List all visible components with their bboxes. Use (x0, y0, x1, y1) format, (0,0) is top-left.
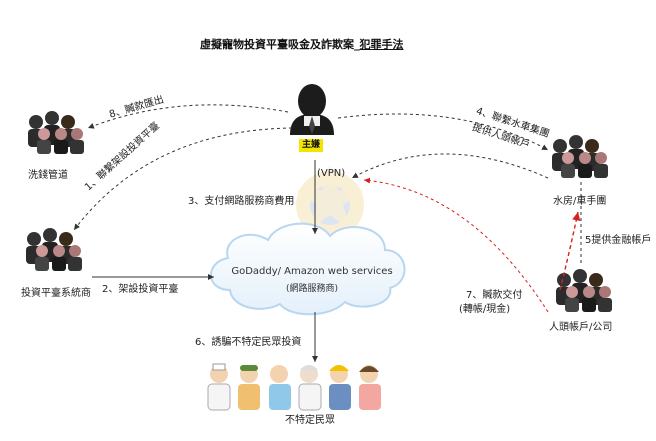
node-water-house-label: 水房/車手團 (553, 196, 607, 207)
arrow-red-account-to-waterhouse (559, 211, 581, 291)
group-account-company-icon (556, 269, 612, 312)
group-laundering-icon (28, 111, 84, 154)
group-platform-system-icon (26, 228, 82, 271)
vpn-label: (VPN) (317, 168, 346, 179)
page-title: 虛擬寵物投資平臺吸金及詐欺案_犯罪手法 (200, 38, 404, 51)
arrow-step1-boss-to-platform (73, 127, 293, 231)
node-laundering-label: 洗錢管道 (28, 170, 68, 181)
step7b-label: (轉帳/現金) (459, 304, 511, 315)
arrow-step8-boss-to-laundering (87, 104, 289, 129)
arrow-step7-red-to-vpn (363, 177, 549, 313)
step7a-label: 7、贓款交付 (466, 290, 523, 301)
general-public-icon (207, 363, 381, 411)
step5-label: 5提供金融帳戶 (585, 235, 652, 246)
police-emblem-watermark (296, 165, 364, 239)
mastermind-tag: 主嫌 (299, 139, 323, 152)
node-platform-system-label: 投資平臺系統商 (21, 288, 91, 299)
title-main: 虛擬寵物投資平臺吸金及詐欺案 (200, 38, 354, 51)
mastermind-silhouette-icon (290, 84, 334, 135)
node-public-label: 不特定民眾 (285, 415, 335, 426)
group-water-house-icon (552, 135, 608, 178)
cloud-service-sublabel: (網路服務商) (285, 284, 339, 294)
step2-label: 2、架設投資平臺 (102, 284, 179, 295)
step3-label: 3、支付網路服務商費用 (188, 196, 295, 207)
cloud-service-label: GoDaddy/ Amazon web services (231, 266, 393, 277)
arrow-waterhouse-to-vpn (351, 153, 549, 179)
cloud-shape (210, 222, 406, 316)
title-highlight: 犯罪手法 (359, 38, 404, 51)
step6-label: 6、誘騙不特定民眾投資 (195, 337, 302, 348)
node-account-company-label: 人頭帳戶/公司 (549, 322, 613, 333)
